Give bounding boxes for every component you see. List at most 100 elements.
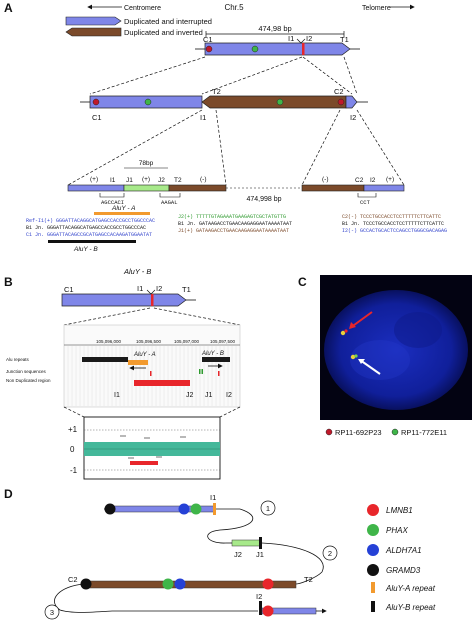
step-1-label: 1 xyxy=(266,504,270,513)
mid-brown-inverted-segment xyxy=(201,95,347,109)
track-junction-label: Junction sequences xyxy=(6,369,47,374)
probe-692p23-label: RP11-692P23 xyxy=(335,428,382,437)
panel-a-label: A xyxy=(4,1,13,15)
top-i2-label: I2 xyxy=(306,34,312,43)
probe-772e11-label: RP11-772E11 xyxy=(401,428,447,437)
non-duplicated-region-bar xyxy=(134,380,190,386)
svg-text:J1(+) GATAAGACCTGAACAAGAGGAATA: J1(+) GATAAGACCTGAACAAGAGGAATAAAATAAT xyxy=(178,228,289,234)
detail-blue-left xyxy=(67,184,125,192)
browser-aluy-b-label: AluY - B xyxy=(201,351,224,357)
d-t2-label: T2 xyxy=(304,575,313,584)
legend-lmnb1-dot xyxy=(367,504,379,516)
coord-label-2: 105,096,500 xyxy=(136,339,162,344)
legend-aluy-a-swatch xyxy=(371,582,375,593)
sequence-right: C2(-) TCCCTGCCACCTCCTTTTTCTTCATTC B1 Jn.… xyxy=(342,214,447,234)
legend-interrupted-label: Duplicated and interrupted xyxy=(124,17,212,26)
track-dup-label: Non Duplicated region xyxy=(6,378,51,383)
d-connector-1 xyxy=(207,508,253,544)
d-aluy-b-marker-1 xyxy=(259,537,262,549)
step-3-label: 3 xyxy=(50,608,54,617)
browser-aluy-a-label: AluY - A xyxy=(133,352,156,358)
seq-cct-tag: CCT xyxy=(360,199,371,206)
gap-78bp-label: 78bp xyxy=(139,160,154,167)
top-duplicated-segment xyxy=(204,42,351,56)
detail-i1-label: I1 xyxy=(110,177,116,184)
legend-inverted-label: Duplicated and inverted xyxy=(124,28,203,37)
browser-i1-label: I1 xyxy=(114,392,120,399)
d-phax-dot xyxy=(190,503,202,515)
ytick-minus1: -1 xyxy=(70,466,78,475)
size-bottom-label: 474,998 bp xyxy=(246,196,281,203)
mid-i2-label: I2 xyxy=(350,113,356,122)
legend-interrupted-swatch xyxy=(65,16,122,26)
d-connector-2 xyxy=(261,542,324,573)
legend-inverted-swatch xyxy=(65,27,122,37)
detail-blue-right xyxy=(363,184,405,192)
genome-browser-view: 105,096,000 105,096,500 105,097,000 105,… xyxy=(6,324,241,408)
step-3-badge xyxy=(44,604,60,620)
d-green-segment xyxy=(231,539,261,547)
svg-text:B1 Jn. GATAAGACCTGAACAAGAGGAAT: B1 Jn. GATAAGACCTGAACAAGAGGAATAAAATAAT xyxy=(178,221,292,227)
detail-brown-right xyxy=(301,184,365,192)
ytick-plus1: +1 xyxy=(68,425,78,434)
svg-text:B1 Jn. TCCCTGCCACCTCCTTTTTCTTC: B1 Jn. TCCCTGCCACCTCCTTTTTCTTCATTC xyxy=(342,221,444,227)
detail-c2-label: C2 xyxy=(355,177,364,184)
legend-phax-dot xyxy=(367,524,379,536)
d-gramd3-dot xyxy=(104,503,116,515)
probe-692p23-legend-dot xyxy=(325,428,333,436)
aluy-a-track xyxy=(128,360,148,365)
legend-gramd3-label: GRAMD3 xyxy=(386,566,421,575)
coord-label-4: 105,097,500 xyxy=(210,339,236,344)
copy-number-plot: +1 0 -1 xyxy=(68,416,221,480)
panel-b-t1-label: T1 xyxy=(182,285,191,294)
legend-gramd3-dot xyxy=(367,564,379,576)
fish-signal-1 xyxy=(340,330,346,336)
panel-c-label: C xyxy=(298,275,307,289)
mid-c1-label: C1 xyxy=(92,113,102,122)
panel-c: C RP11-692P23 RP11-772E11 xyxy=(298,275,472,437)
browser-j1-label: J1 xyxy=(205,392,213,399)
detail-green-insert xyxy=(123,184,170,192)
svg-text:I2(-) GCCACTGCACTCCAGCCTGGGCGA: I2(-) GCCACTGCACTCCAGCCTGGGCGACAGAG xyxy=(342,228,447,234)
aluy-b-label: AluY - B xyxy=(73,246,98,253)
d-j1-label: J1 xyxy=(256,550,264,559)
probe-points xyxy=(120,435,186,459)
track-alu-label: Alu repeats xyxy=(6,357,30,362)
d-aluy-b-marker-2 xyxy=(259,601,262,615)
panel-d-legend: LMNB1 PHAX ALDH7A1 GRAMD3 AluY-A repeat … xyxy=(367,504,436,612)
deletion-bar xyxy=(130,461,158,465)
svg-text:C2(-) TCCCTGCCACCTCCTTTTTCTTCA: C2(-) TCCCTGCCACCTCCTTTTTCTTCATTC xyxy=(342,214,441,220)
probe-772e11-marker xyxy=(251,45,259,53)
plus-right-label: (+) xyxy=(386,176,394,183)
legend-lmnb1-label: LMNB1 xyxy=(386,506,413,515)
panel-d-label: D xyxy=(4,487,13,501)
legend-aluy-b-swatch xyxy=(371,601,375,612)
browser-gridlines xyxy=(67,346,237,406)
breakpoint-marker xyxy=(302,43,305,55)
sequence-left: Ref-I1(+) GGGATTACAGGCATGAGCCACCGCCTGGCC… xyxy=(26,218,155,238)
panel-b-c1-label: C1 xyxy=(64,285,74,294)
detail-t2-label: T2 xyxy=(174,177,182,184)
detail-brown-left xyxy=(168,184,227,192)
minus-left-label: (-) xyxy=(200,176,207,183)
step-2-label: 2 xyxy=(328,549,332,558)
browser-j2-label: J2 xyxy=(186,392,194,399)
aluy-a-label: AluY - A xyxy=(111,205,135,212)
aluy-a-bar xyxy=(94,212,150,215)
top-c1-label: C1 xyxy=(203,35,213,44)
d-c2-label: C2 xyxy=(68,575,78,584)
svg-text:J2(+) TTTTTGTAGAAATGAAGAGTCGCT: J2(+) TTTTTGTAGAAATGAAGAGTCGCTATGTTG xyxy=(178,214,286,220)
panel-b: B AluY - B C1 I1 I2 T1 105,096,000 105,0… xyxy=(4,267,241,480)
mid-i1-label: I1 xyxy=(200,113,206,122)
sequence-middle: J2(+) TTTTTGTAGAAATGAAGAGTCGCTATGTTG B1 … xyxy=(178,214,292,234)
plus-left-label: (+) xyxy=(90,176,98,183)
plus-mid-label: (+) xyxy=(142,176,150,183)
panel-b-aluy-b-title: AluY - B xyxy=(123,267,151,276)
d-j2-label: J2 xyxy=(234,550,242,559)
d-aldh7a1-dot xyxy=(178,503,190,515)
legend-aldh7a1-dot xyxy=(367,544,379,556)
fish-signal-2 xyxy=(350,354,356,360)
aluy-b-bar xyxy=(48,240,136,243)
coord-label-3: 105,097,000 xyxy=(174,339,200,344)
panel-b-breakpoint xyxy=(151,294,154,306)
